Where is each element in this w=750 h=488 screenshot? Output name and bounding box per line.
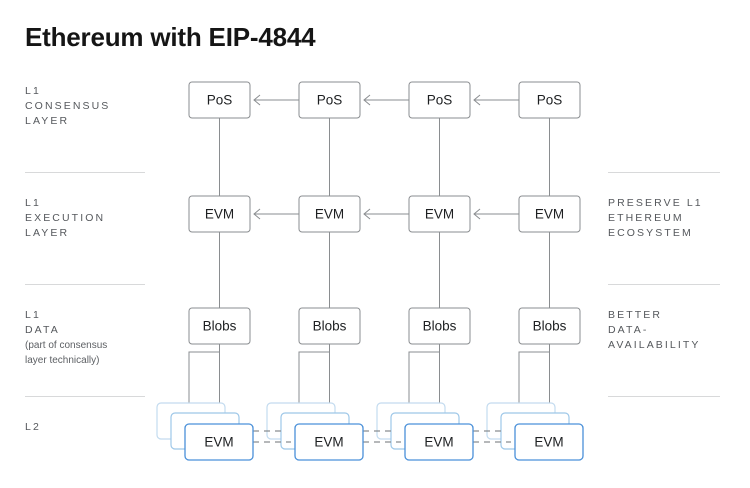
node-label-data-3: Blobs (423, 319, 457, 334)
node-label-execution-3: EVM (425, 207, 454, 222)
node-data-4[interactable] (518, 307, 581, 345)
label-line: L1 (25, 309, 41, 321)
label-line: L1 (25, 85, 41, 97)
label-line: DATA (25, 324, 60, 336)
node-data-2[interactable] (298, 307, 361, 345)
node-label-consensus-4: PoS (537, 93, 563, 108)
node-data-3[interactable] (408, 307, 471, 345)
label-line: ECOSYSTEM (608, 227, 693, 239)
node-label-data-1: Blobs (203, 319, 237, 334)
label-line: EXECUTION (25, 212, 106, 224)
node-label-l2-4: EVM (534, 435, 563, 450)
divider-right-1 (608, 172, 720, 173)
label-line: L1 (25, 197, 41, 209)
node-l2-2[interactable] (294, 423, 364, 461)
label-line: AVAILABILITY (608, 339, 701, 351)
divider-right-2 (608, 284, 720, 285)
label-line: CONSENSUS (25, 100, 111, 112)
label-line: LAYER (25, 115, 70, 127)
arrow-head-execution-1 (253, 208, 261, 220)
label-line: BETTER (608, 309, 663, 321)
page-title: Ethereum with EIP-4844 (25, 22, 316, 52)
node-label-consensus-3: PoS (427, 93, 453, 108)
node-execution-3[interactable] (408, 195, 471, 233)
label-line: PRESERVE L1 (608, 197, 703, 209)
arrow-head-consensus-2 (363, 94, 371, 106)
node-label-execution-1: EVM (205, 207, 234, 222)
divider-left-3 (25, 396, 145, 397)
node-execution-1[interactable] (188, 195, 251, 233)
node-l2-4[interactable] (514, 423, 584, 461)
node-label-l2-1: EVM (204, 435, 233, 450)
node-consensus-1[interactable] (188, 81, 251, 119)
arrow-head-execution-3 (473, 208, 481, 220)
divider-left-2 (25, 284, 145, 285)
node-l2-1[interactable] (184, 423, 254, 461)
label-line: ETHEREUM (608, 212, 684, 224)
node-execution-2[interactable] (298, 195, 361, 233)
label-l1-execution-layer: L1 EXECUTION LAYER (25, 196, 105, 241)
divider-left-1 (25, 172, 145, 173)
arrow-head-consensus-3 (473, 94, 481, 106)
label-line: LAYER (25, 227, 70, 239)
arrow-head-consensus-1 (253, 94, 261, 106)
label-note-line: layer technically) (25, 355, 100, 366)
node-label-consensus-2: PoS (317, 93, 343, 108)
node-data-1[interactable] (188, 307, 251, 345)
label-line: DATA- (608, 324, 649, 336)
label-l2: L2 (25, 420, 41, 435)
node-label-data-4: Blobs (533, 319, 567, 334)
label-l1-consensus-layer: L1 CONSENSUS LAYER (25, 84, 110, 129)
node-consensus-2[interactable] (298, 81, 361, 119)
node-label-l2-3: EVM (424, 435, 453, 450)
node-l2-3[interactable] (404, 423, 474, 461)
node-label-data-2: Blobs (313, 319, 347, 334)
node-execution-4[interactable] (518, 195, 581, 233)
node-label-execution-2: EVM (315, 207, 344, 222)
node-label-consensus-1: PoS (207, 93, 233, 108)
node-label-execution-4: EVM (535, 207, 564, 222)
label-better-data-availability: BETTER DATA- AVAILABILITY (608, 308, 701, 353)
node-label-l2-2: EVM (314, 435, 343, 450)
label-preserve-l1-ethereum-ecosystem: PRESERVE L1 ETHEREUM ECOSYSTEM (608, 196, 703, 241)
label-line: L2 (25, 421, 41, 433)
divider-right-3 (608, 396, 720, 397)
label-note-line: (part of consensus (25, 340, 108, 351)
node-consensus-4[interactable] (518, 81, 581, 119)
arrow-head-execution-2 (363, 208, 371, 220)
label-l1-data: L1 DATA (part of consensus layer technic… (25, 308, 107, 368)
node-consensus-3[interactable] (408, 81, 471, 119)
